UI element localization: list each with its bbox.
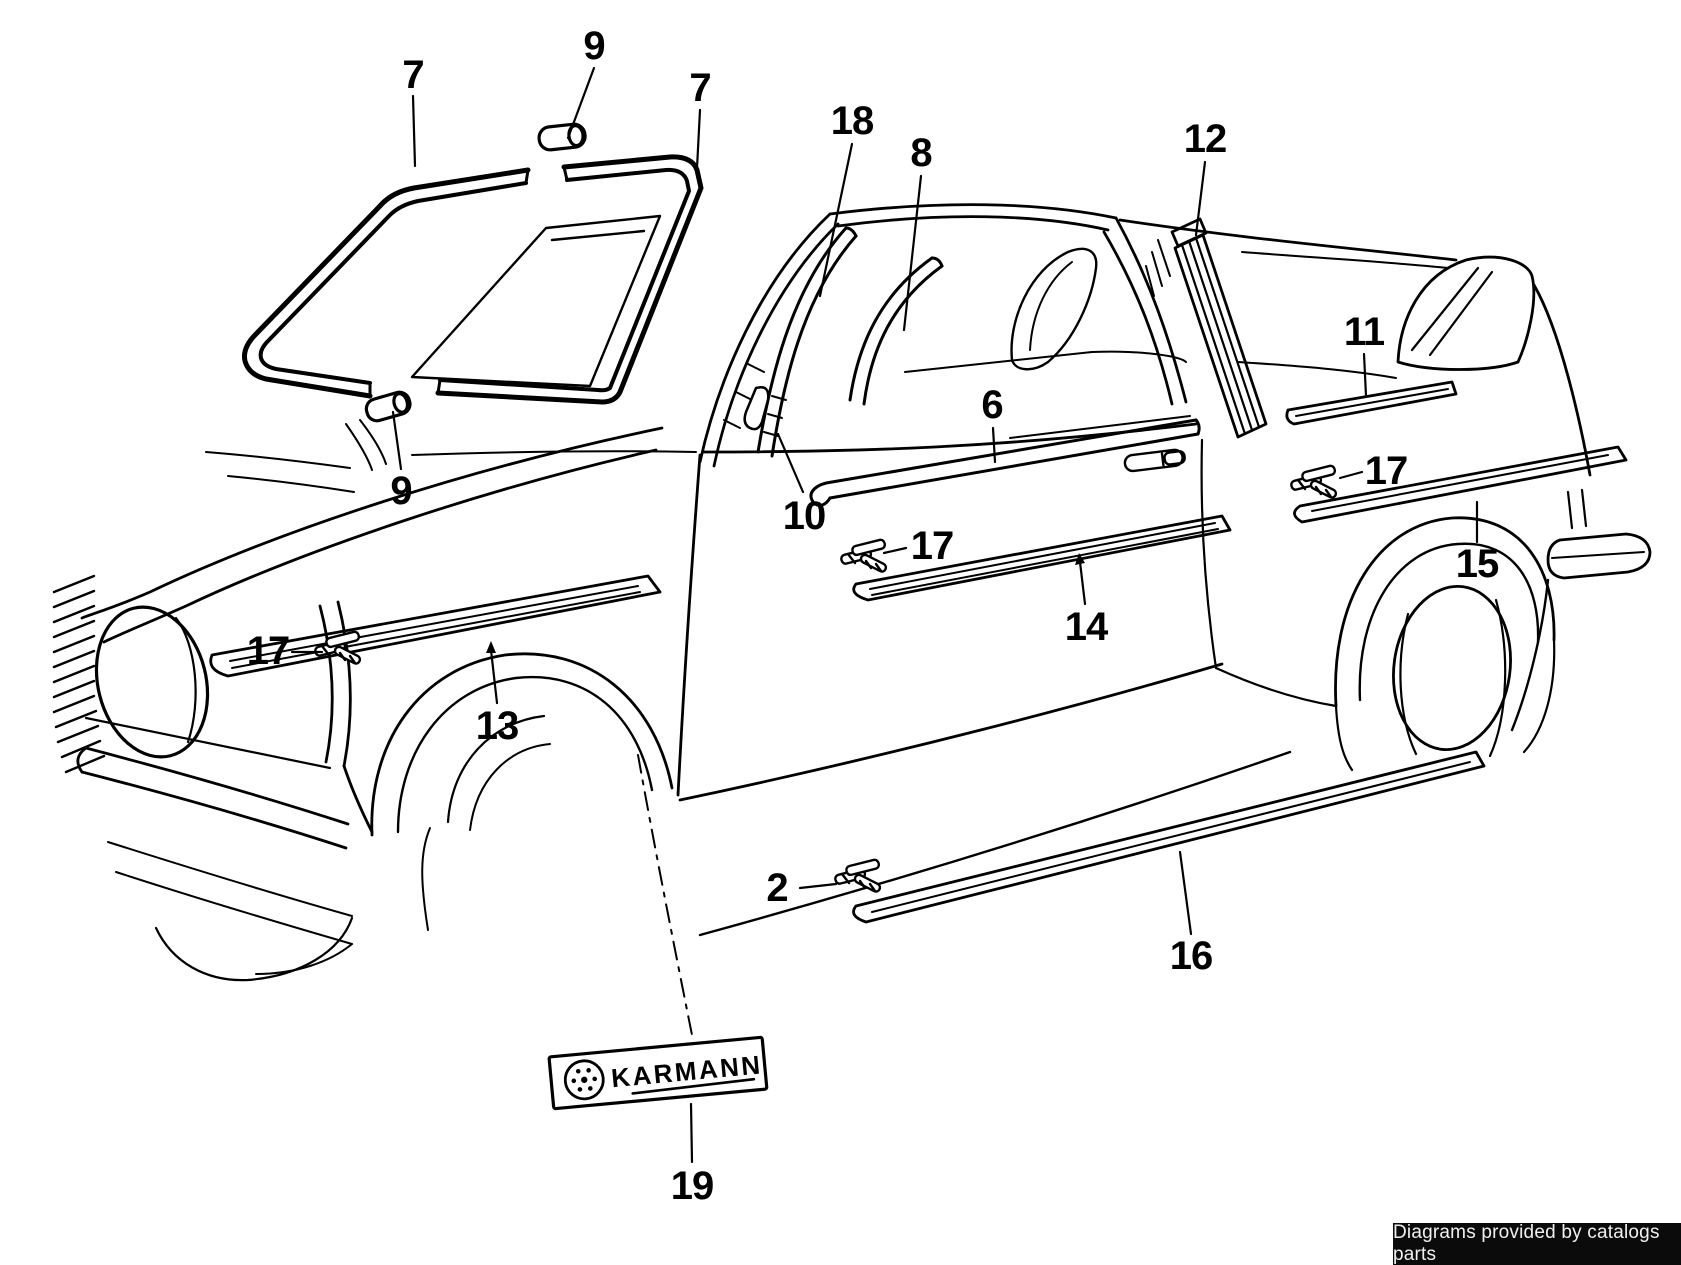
joint-clip-top [537, 122, 587, 152]
callout-label: 17 [246, 629, 290, 673]
callout-label: 14 [1064, 605, 1108, 649]
callout-label: 12 [1183, 117, 1227, 161]
grille-hatching [52, 574, 106, 774]
headlight [94, 605, 210, 759]
folded-top [1396, 255, 1536, 371]
badge-logo-dots [571, 1067, 598, 1092]
callout-label: 11 [1343, 310, 1385, 354]
windshield-glass [410, 214, 662, 388]
trim-18-door-channel [756, 226, 858, 458]
trim-16-sill-molding [852, 750, 1486, 924]
car-body-outline [52, 203, 1652, 982]
callout-label: 2 [766, 866, 788, 910]
callout-label: 10 [782, 494, 826, 538]
callout-label: 15 [1455, 542, 1499, 586]
callout-label: 18 [830, 99, 874, 143]
trim-6-waist-seal [809, 415, 1201, 507]
callout-label: 6 [981, 383, 1003, 427]
callout-label: 9 [390, 469, 412, 513]
trim-15-quarter-molding [1293, 445, 1628, 524]
clip-17-right [1289, 463, 1339, 501]
callout-label: 16 [1169, 934, 1213, 978]
trim-12-pillar-cover [1145, 217, 1268, 439]
callout-label: 7 [689, 66, 711, 110]
front-wheel-arch [370, 652, 674, 931]
watermark-text: Diagrams provided by catalogs parts [1393, 1222, 1660, 1265]
callout-label: 17 [1364, 449, 1408, 493]
callout-label: 19 [670, 1164, 714, 1208]
trim-13-fender-molding [209, 574, 662, 678]
windshield-seal-left [242, 167, 531, 399]
door-handle [1123, 448, 1186, 473]
clip-2 [833, 857, 883, 895]
part-10-bracket [743, 386, 770, 431]
karmann-badge: KARMANN [547, 1035, 769, 1111]
windshield-seal-right [435, 154, 704, 405]
callout-label: 9 [583, 24, 605, 68]
rear-end [1510, 283, 1652, 732]
seat-headrest [904, 247, 1187, 373]
joint-clip-bottom [364, 390, 412, 423]
trim-8-quarter-channel [848, 256, 944, 406]
rear-wheel [1334, 516, 1556, 772]
front-bumper [76, 746, 354, 982]
callout-label: 17 [910, 524, 954, 568]
callout-label: 7 [402, 53, 424, 97]
leader-lines [290, 66, 1479, 1164]
trim-14-door-molding [852, 514, 1232, 602]
clip-17-middle [839, 537, 889, 575]
callout-label: 8 [910, 131, 932, 175]
trim-11-rear-molding [1285, 380, 1458, 426]
callout-label: 13 [475, 704, 519, 748]
watermark-bar: Diagrams provided by catalogs parts [1393, 1222, 1681, 1265]
